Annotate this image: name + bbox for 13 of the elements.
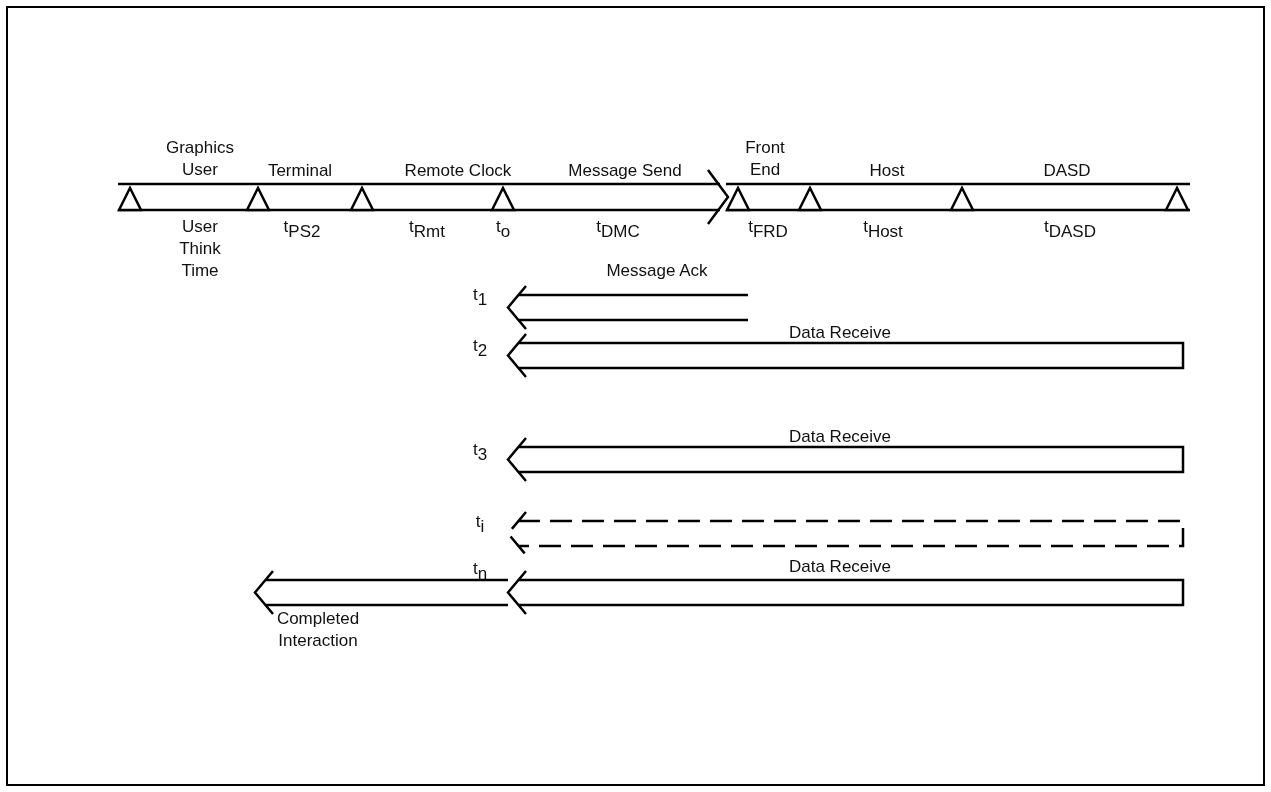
component-label: Terminal	[266, 160, 334, 182]
component-label: Graphics User	[165, 137, 235, 181]
message-label: Data Receive	[787, 556, 893, 578]
message-label: Completed Interaction	[275, 608, 361, 652]
component-label: Front End	[744, 137, 786, 181]
component-label: DASD	[1042, 160, 1092, 182]
message-label: Data Receive	[787, 426, 893, 448]
message-label: Message Ack	[605, 260, 709, 282]
component-label: Message Send	[567, 160, 683, 182]
component-label: Host	[868, 160, 906, 182]
time-label: User Think Time	[178, 216, 222, 282]
message-label: Data Receive	[787, 322, 893, 344]
component-label: Remote Clock	[403, 160, 513, 182]
